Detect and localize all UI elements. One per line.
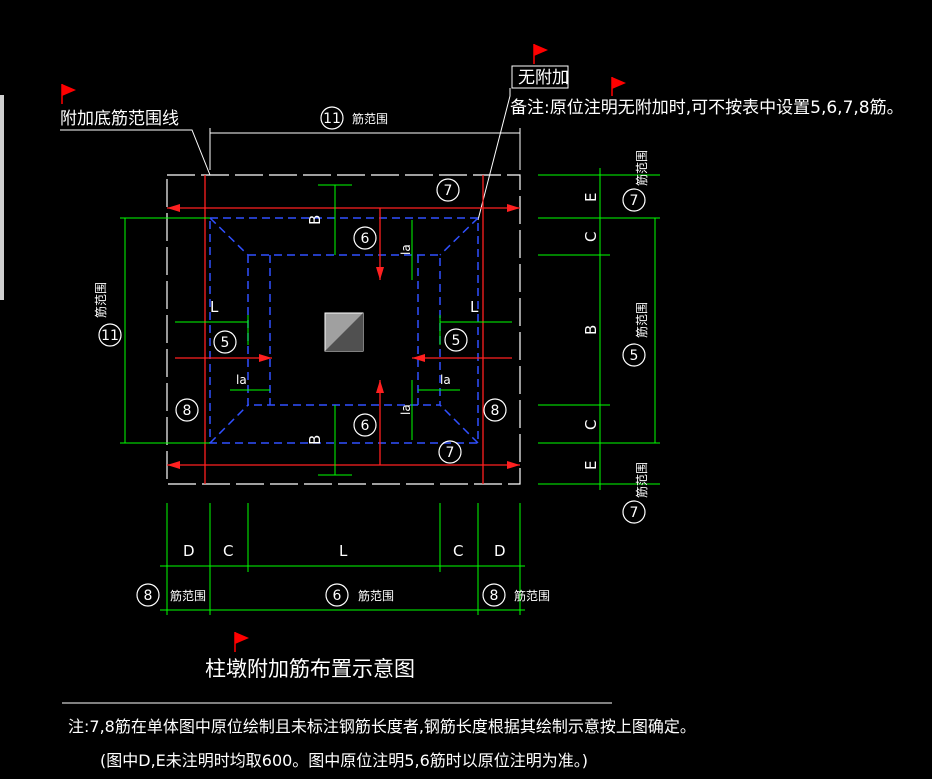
bevel <box>209 217 249 256</box>
marker-5: 5 <box>444 328 468 352</box>
dim-D: D <box>494 542 506 560</box>
diagram-title: 柱墩附加筋布置示意图 <box>205 657 415 681</box>
note-line-2: (图中D,E未注明时均取600。图中原位注明5,6筋时以原位注明为准。) <box>100 751 588 770</box>
dim-la: la <box>399 244 413 255</box>
no-add-label: 无附加 <box>518 68 569 88</box>
svg-text:7: 7 <box>630 505 639 521</box>
dim-D: D <box>183 542 195 560</box>
range-word: 筋范围 <box>634 150 649 186</box>
dim-B: B <box>582 325 600 335</box>
inner-boundary-outer <box>209 217 479 444</box>
dim-C: C <box>582 232 600 242</box>
svg-text:7: 7 <box>444 183 453 199</box>
arrow <box>376 267 384 280</box>
range-word: 筋范围 <box>514 588 550 603</box>
svg-text:5: 5 <box>221 335 230 351</box>
bevel <box>439 217 479 256</box>
svg-text:11: 11 <box>101 328 119 344</box>
flag-icon <box>61 84 76 104</box>
svg-text:5: 5 <box>630 348 639 364</box>
arrow <box>167 204 180 212</box>
marker-7-right-bottom: 7 <box>622 500 646 524</box>
bevel <box>209 404 249 444</box>
marker-5: 5 <box>213 330 237 354</box>
dim-L: L <box>339 542 348 560</box>
flag-icon <box>234 632 249 652</box>
arrow <box>507 204 520 212</box>
no-add-box <box>511 65 569 89</box>
column-hatch <box>325 313 363 351</box>
marker-11-left: 11 <box>98 323 122 347</box>
dim-la: la <box>440 373 451 387</box>
flag-icon <box>533 44 548 64</box>
marker-8: 8 <box>175 398 199 422</box>
svg-text:6: 6 <box>333 588 342 604</box>
leader-line <box>60 129 211 176</box>
range-word: 筋范围 <box>93 282 108 318</box>
range-word: 筋范围 <box>358 588 394 603</box>
svg-text:7: 7 <box>446 445 455 461</box>
svg-text:8: 8 <box>490 588 499 604</box>
dim-L: L <box>210 298 219 316</box>
svg-text:7: 7 <box>630 193 639 209</box>
marker-7-right-top: 7 <box>622 188 646 212</box>
svg-text:5: 5 <box>452 333 461 349</box>
left-edge-strip <box>0 95 4 300</box>
svg-text:8: 8 <box>183 403 192 419</box>
dim-C: C <box>453 542 463 560</box>
marker-5-right: 5 <box>622 343 646 367</box>
dim-C: C <box>223 542 233 560</box>
bevel <box>439 404 479 444</box>
dim-B: B <box>306 435 324 445</box>
marker-7: 7 <box>436 178 460 202</box>
dim-E: E <box>582 193 600 202</box>
range-word: 筋范围 <box>170 588 206 603</box>
range-word: 筋范围 <box>352 111 388 126</box>
arrow <box>507 461 520 469</box>
marker-8-bottom-right: 8 <box>482 583 506 607</box>
range-word: 筋范围 <box>634 462 649 498</box>
marker-6: 6 <box>353 226 377 250</box>
marker-8: 8 <box>483 398 507 422</box>
arrow <box>412 354 425 362</box>
dim-B: B <box>306 215 324 225</box>
arrow <box>167 461 180 469</box>
svg-text:11: 11 <box>323 111 341 127</box>
svg-text:6: 6 <box>361 418 370 434</box>
marker-6: 6 <box>353 413 377 437</box>
remark-text: 备注:原位注明无附加时,可不按表中设置5,6,7,8筋。 <box>510 98 904 118</box>
marker-6-bottom: 6 <box>325 583 349 607</box>
range-word: 筋范围 <box>634 302 649 338</box>
leader-line <box>477 88 511 221</box>
dim-la: la <box>236 373 247 387</box>
dim-E: E <box>582 461 600 470</box>
range-line-label: 附加底筋范围线 <box>60 109 179 129</box>
pier-outline <box>166 174 521 485</box>
marker-7: 7 <box>438 440 462 464</box>
dim-la: la <box>399 404 413 415</box>
svg-text:6: 6 <box>361 231 370 247</box>
note-line-1: 注:7,8筋在单体图中原位绘制且未标注钢筋长度者,钢筋长度根据其绘制示意按上图确… <box>68 717 696 736</box>
svg-text:8: 8 <box>491 403 500 419</box>
dim-C: C <box>582 420 600 430</box>
arrow <box>259 354 272 362</box>
svg-text:8: 8 <box>144 588 153 604</box>
dim-L: L <box>470 298 479 316</box>
arrow <box>376 380 384 393</box>
marker-11-top: 11 <box>320 106 344 130</box>
flag-icon <box>611 77 626 96</box>
marker-8-bottom-left: 8 <box>136 583 160 607</box>
